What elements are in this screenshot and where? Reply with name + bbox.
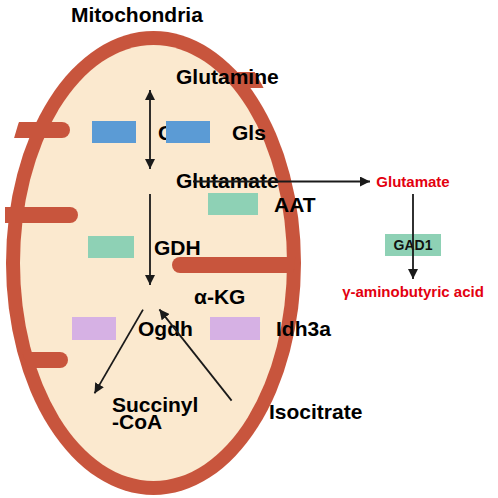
node-text: GAD1	[394, 237, 433, 253]
node-text: Ogdh	[138, 317, 193, 341]
organelle-heading: Mitochondria	[71, 3, 203, 27]
metabolite-label: Glutamate	[373, 172, 453, 191]
metabolite-label: α-KG	[128, 288, 172, 307]
crista	[5, 352, 60, 368]
node-text: γ-aminobutyric acid	[342, 283, 484, 300]
enzyme-box: Ogdh	[72, 317, 116, 340]
enzyme-box: GDH	[88, 236, 134, 258]
reaction-arrow	[94, 310, 143, 394]
node-text: Glutamate	[376, 173, 449, 190]
metabolite-label: γ-aminobutyric acid	[333, 282, 493, 301]
reaction-arrow	[193, 181, 370, 183]
enzyme-box: Idh3a	[210, 317, 260, 340]
enzyme-box: Gls	[166, 121, 210, 143]
metabolite-label: Succinyl -CoA	[46, 396, 118, 434]
metabolite-label: Isocitrate	[203, 403, 279, 422]
node-text: Glutamine	[176, 68, 279, 85]
node-text: Isocitrate	[269, 403, 362, 420]
reaction-arrow	[149, 194, 151, 285]
enzyme-box: GAD1	[385, 234, 441, 256]
node-text: Glutamate	[176, 172, 279, 189]
metabolite-label: Glutamine	[110, 68, 190, 87]
crista	[215, 444, 300, 460]
mitochondrion: MitochondriaGlutamineGlul GlsGlutamateAAT…	[5, 3, 302, 496]
enzyme-box: Glul	[92, 121, 136, 143]
node-text: Idh3a	[276, 317, 331, 341]
crista	[180, 257, 300, 273]
node-text: GDH	[154, 236, 201, 260]
outer-membrane	[6, 31, 301, 495]
reaction-arrow	[149, 90, 151, 169]
crista	[5, 207, 70, 223]
node-text: Gls	[232, 121, 266, 145]
crista	[5, 122, 62, 138]
node-text: Succinyl -CoA	[112, 396, 198, 430]
node-text: α-KG	[194, 288, 245, 305]
enzyme-box: AAT	[208, 193, 258, 215]
reaction-arrow	[412, 194, 414, 279]
metabolite-label: Glutamate	[110, 172, 190, 191]
reaction-arrow	[159, 309, 231, 400]
node-text: AAT	[274, 193, 316, 217]
